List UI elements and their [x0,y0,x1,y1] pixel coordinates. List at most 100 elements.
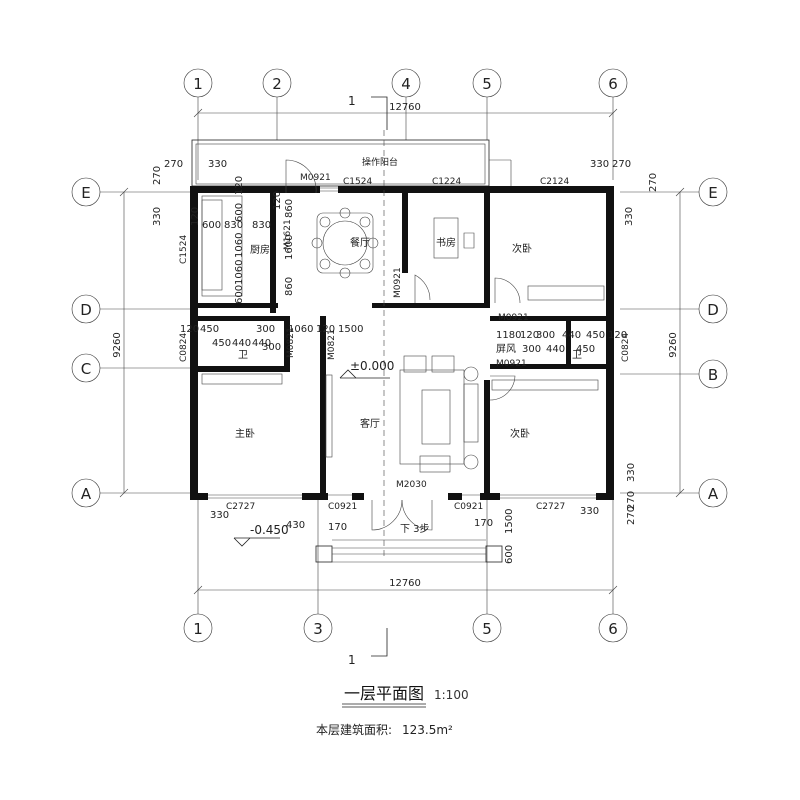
dim-860b: 860 [284,277,295,296]
dim-k120b: 120 [272,191,283,210]
dim-k120c: 120 [190,207,201,226]
room-study-label: 书房 [436,236,456,249]
furniture-dining [311,207,379,279]
room-kitchen-label: 厨房 [250,243,270,256]
dim-r120b: 120 [608,330,627,341]
dim-r450b: 450 [576,344,595,355]
area-value: 123.5m² [402,723,453,737]
dim-b170b: 170 [474,518,493,529]
dim-b330: 330 [210,510,229,521]
dim-330-tl: 330 [208,159,227,170]
room-master-label: 主卧 [235,427,255,440]
axis-bubbles-top: 1 2 4 5 6 [183,68,628,180]
svg-text:1: 1 [348,653,356,667]
axis-left-A: A [81,485,92,503]
axis-right-B: B [708,366,718,384]
axis-top-5: 5 [482,75,492,93]
dim-b600: 600 [504,545,515,564]
elevation-main-label: ±0.000 [350,359,394,373]
dim-b270r: 270 [626,506,637,525]
axis-bottom-5: 5 [482,620,492,638]
furniture-beds [201,285,605,391]
dim-k1060b: 1060 [234,260,245,285]
label-c2124: C2124 [540,177,569,187]
dim-r300b: 300 [522,344,541,355]
axis-bubbles-bottom: 1 3 5 6 [183,500,628,643]
label-c1224: C1224 [432,177,461,187]
label-m1621: M1621 [283,219,293,250]
dim-r450a: 450 [586,330,605,341]
interior-walls [198,193,606,500]
axis-top-2: 2 [272,75,282,93]
steps-label: 下 3步 [400,523,430,535]
dim-w450b: 450 [212,338,231,349]
svg-text:1: 1 [348,94,356,108]
entrance-steps [315,539,503,563]
dim-r300: 300 [536,330,555,341]
dim-b1500: 1500 [504,509,515,534]
dim-w440b: 440 [252,338,271,349]
dim-1600: 1600 [284,235,295,260]
axis-left-E: E [81,184,90,202]
dim-w1060c: 1060 [288,324,313,335]
label-m0821-b: M0821 [327,329,337,360]
dim-w1500: 1500 [338,324,363,335]
dim-right-9260: 9260 [668,332,679,357]
dim-k120a: 120 [234,176,245,195]
room-living-label: 客厅 [360,417,380,430]
dim-k1060a: 1060 [234,233,245,258]
axis-top-4: 4 [401,75,411,93]
axis-right-D: D [707,301,719,319]
label-c2727-right: C2727 [536,502,565,512]
label-c1524-top: C1524 [343,177,372,187]
screen-label: 屏风 [496,343,516,355]
dim-k830a: 830 [224,220,243,231]
room-balcony-label: 操作阳台 [362,156,398,168]
dim-b430: 430 [286,520,305,531]
label-m0921-bed: M0921 [498,313,529,323]
label-c0921-right: C0921 [454,502,483,512]
dim-r1180: 1180 [496,330,521,341]
axis-top-6: 6 [608,75,618,93]
dim-k600: 600 [202,220,221,231]
dim-330-br: 330 [626,463,637,482]
dim-270-tl: 270 [164,159,183,170]
elevation-out-label: -0.450 [250,523,289,537]
dim-w440a: 440 [232,338,251,349]
plan-title: 一层平面图 [344,684,424,703]
dim-w120d: 120 [316,324,335,335]
dim-w120: 120 [180,324,199,335]
dim-k830b: 830 [252,220,271,231]
axis-bubbles-left: E D C A [71,177,190,508]
room-bed2-label: 次卧 [512,242,532,255]
axis-bubbles-right: E D B A [620,177,728,508]
doors [285,159,521,531]
axis-right-E: E [708,184,717,202]
section-mark-top: 1 [348,94,388,130]
dim-270-tr: 270 [612,159,631,170]
room-bed3-label: 次卧 [510,427,530,440]
dim-b330r: 330 [580,506,599,517]
axis-right-A: A [708,485,719,503]
label-c1524-left: C1524 [179,235,189,264]
label-c0824-left: C0824 [179,333,189,362]
kitchen-fixtures [201,195,243,297]
windows [208,187,596,499]
wc-left-label: 卫 [238,350,248,361]
area-label: 本层建筑面积: [316,722,392,737]
exterior-walls [190,186,614,500]
dim-270-br: 270 [626,491,637,510]
axis-left-D: D [80,301,92,319]
label-c0921-left: C0921 [328,502,357,512]
wc-right-label: 卫 [572,350,582,361]
label-m0921-screen: M0921 [496,359,527,369]
dim-270-l: 270 [152,166,163,185]
furniture-study [433,217,475,259]
dim-r440b: 440 [546,344,565,355]
dim-top-12760: 12760 [389,102,421,113]
label-m0821-a: M0821 [286,327,296,358]
dim-w300a: 300 [256,324,275,335]
dim-bottom-12760: 12760 [389,578,421,589]
